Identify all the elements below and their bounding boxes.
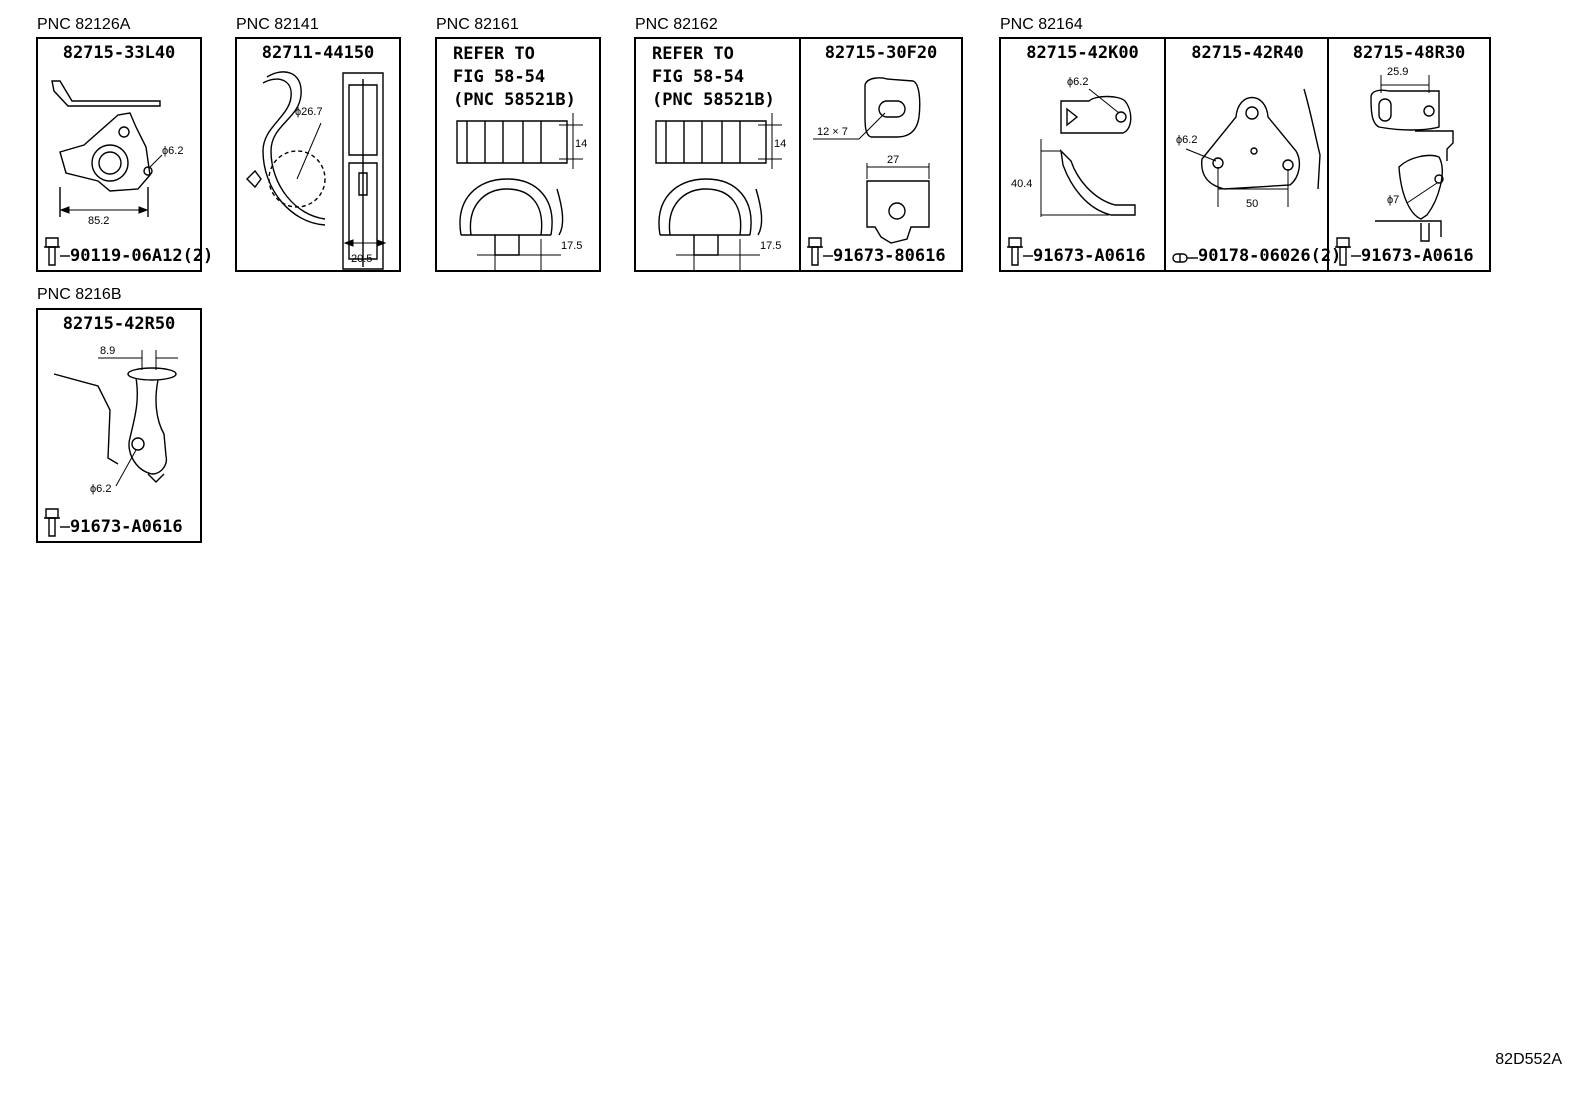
part-number: 82715-33L40	[62, 43, 176, 63]
part-panel: 82715-33L40 85.2 ϕ6.2 90119-06A12(2)	[36, 37, 213, 272]
pnc-label: PNC 82126A	[37, 16, 131, 33]
dim-diameter: ϕ7	[1387, 194, 1399, 206]
pnc-label: PNC 82164	[1000, 16, 1083, 33]
bolt-callout: 91673-A0616	[1335, 236, 1474, 266]
bracket-drawing: 25.9 ϕ7	[1329, 66, 1492, 274]
part-panel: 82715-42K00 40.4 ϕ6.2 91673-A0616	[999, 37, 1491, 272]
bolt-callout: 90119-06A12(2)	[44, 236, 213, 266]
bolt-callout: 90178-06026(2)	[1172, 236, 1341, 266]
dim-width: 50	[1246, 198, 1258, 210]
part-panel: REFER TO FIG 58-54 (PNC 58521B) 14 17.5	[435, 37, 601, 272]
part-panel: 82715-42R50 8.9 ϕ6.2 91673-A0616	[36, 308, 202, 543]
dim-diameter: ϕ26.7	[295, 106, 323, 118]
refer-note: REFER TO FIG 58-54 (PNC 58521B)	[652, 44, 775, 110]
bolt-callout: 91673-A0616	[44, 507, 183, 537]
dim-width: 25.9	[1387, 66, 1408, 78]
dim-diameter: ϕ6.2	[90, 483, 111, 495]
part-number: 82711-44150	[261, 43, 375, 63]
bracket-drawing: 8.9 ϕ6.2	[38, 345, 204, 495]
pnc-label: PNC 82161	[436, 16, 519, 33]
bracket-drawing: 40.4 ϕ6.2	[1011, 76, 1164, 274]
figure-code: 82D552A	[1495, 1051, 1562, 1068]
clamp-drawing: ϕ26.7 20.5	[237, 39, 403, 274]
flange-bolt-icon	[1335, 236, 1361, 266]
dim-diameter: ϕ6.2	[162, 145, 183, 157]
dim-diameter: ϕ6.2	[1067, 76, 1088, 88]
panel-cell: 82715-30F20 12 × 7 27 91673-80616	[799, 39, 961, 270]
dim-height: 40.4	[1011, 178, 1032, 190]
dim-width: 20.5	[351, 253, 372, 265]
bolt-part-number: 91673-80616	[833, 246, 946, 266]
pnc-label: PNC 82141	[236, 16, 319, 33]
panel-cell: REFER TO FIG 58-54 (PNC 58521B) 14 17.5	[636, 39, 799, 270]
bolt-callout: 91673-80616	[807, 236, 946, 266]
part-panel: 82711-44150 ϕ26.7 20.5	[235, 37, 401, 272]
bolt-callout: 91673-A0616	[1007, 236, 1146, 266]
part-number: 82715-42R40	[1191, 43, 1304, 63]
plate-drawing: ϕ6.2 50	[1176, 39, 1329, 210]
refer-note: REFER TO FIG 58-54 (PNC 58521B)	[453, 44, 576, 110]
dim-slot: 12 × 7	[817, 126, 848, 138]
bolt-part-number: 91673-A0616	[1033, 246, 1146, 266]
part-number: 82715-48R30	[1352, 43, 1466, 63]
dim-diameter: ϕ6.2	[1176, 134, 1197, 146]
bolt-part-number: 90178-06026(2)	[1198, 246, 1342, 266]
panel-cell: 82715-42R40 ϕ6.2 50 90178-	[1164, 39, 1341, 270]
bolt-part-number: 90119-06A12(2)	[70, 246, 214, 266]
bracket-drawing: 12 × 7 27	[801, 39, 965, 274]
dim-height: 14	[774, 138, 786, 150]
dim-width: 85.2	[88, 215, 109, 227]
panel-cell: 82715-48R30 25.9 ϕ7	[1327, 39, 1489, 270]
bracket-drawing: 85.2 ϕ6.2	[38, 39, 183, 227]
dim-width: 8.9	[100, 345, 115, 357]
dim-width: 17.5	[561, 240, 582, 252]
flange-bolt-icon	[44, 236, 70, 266]
flange-bolt-icon	[44, 507, 70, 537]
part-panel: REFER TO FIG 58-54 (PNC 58521B) 14 17.5	[634, 37, 963, 272]
part-number: 82715-42K00	[1026, 43, 1139, 63]
flange-bolt-icon	[807, 236, 833, 266]
flange-bolt-icon	[1007, 236, 1033, 266]
dim-height: 14	[575, 138, 587, 150]
part-number: 82715-42R50	[62, 314, 176, 334]
bolt-part-number: 91673-A0616	[70, 517, 183, 537]
clip-drawing: 14 17.5	[636, 39, 786, 274]
bolt-part-number: 91673-A0616	[1361, 246, 1474, 266]
dim-width: 17.5	[760, 240, 781, 252]
pnc-label: PNC 8216B	[37, 286, 122, 303]
nut-icon	[1172, 236, 1198, 266]
pnc-label: PNC 82162	[635, 16, 718, 33]
clip-drawing: 14 17.5	[437, 39, 587, 274]
dim-width: 27	[887, 154, 899, 166]
panel-cell: 82715-42K00 40.4 ϕ6.2 91673-A0616	[1001, 39, 1164, 270]
part-number: 82715-30F20	[824, 43, 938, 63]
